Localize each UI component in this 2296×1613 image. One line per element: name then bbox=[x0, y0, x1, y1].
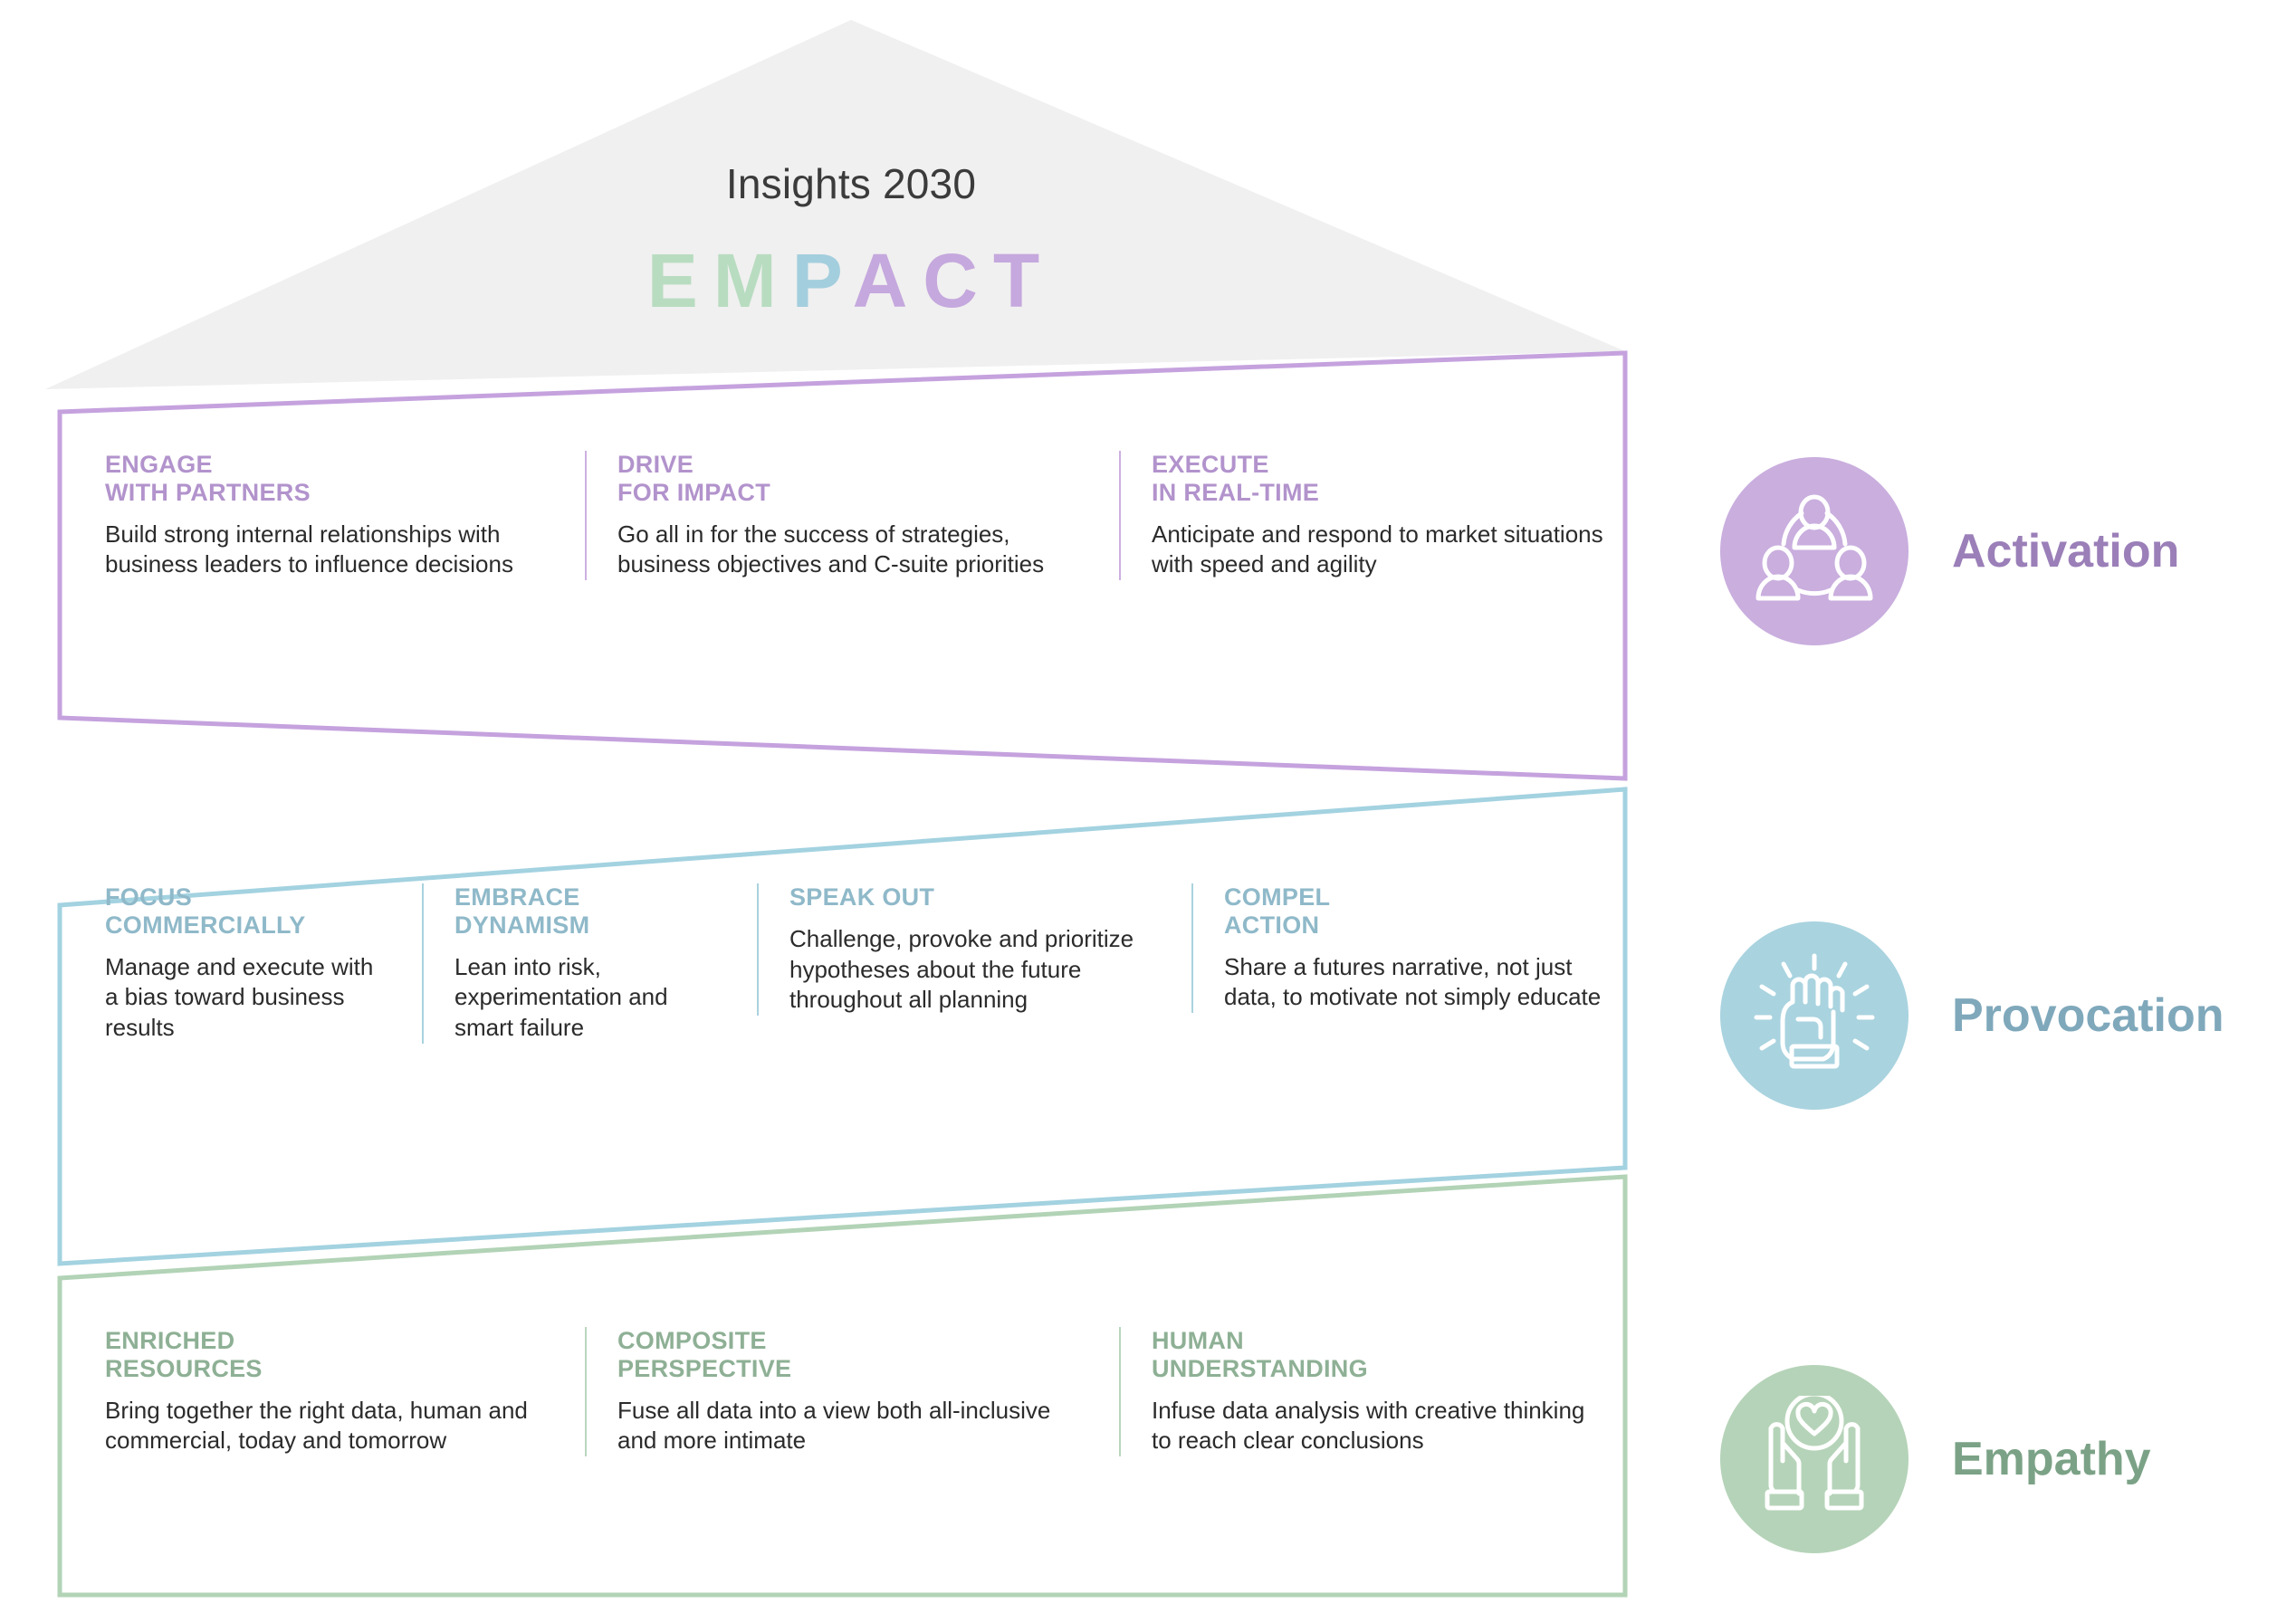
column-speak-out: SPEAK OUT Challenge, provoke and priorit… bbox=[757, 883, 1191, 1016]
activation-band: ENGAGE WITH PARTNERS Build strong intern… bbox=[60, 451, 1635, 581]
roof-acronym: EMPACT bbox=[0, 237, 1702, 325]
column-embrace-dynamism: EMBRACE DYNAMISM Lean into risk, experim… bbox=[422, 883, 757, 1044]
activation-badge bbox=[1720, 457, 1909, 645]
legend-item-provocation: Provocation bbox=[1720, 921, 2224, 1110]
provocation-band: FOCUS COMMERCIALLY Manage and execute wi… bbox=[60, 883, 1635, 1044]
column-human-understanding: HUMAN UNDERSTANDING Infuse data analysis… bbox=[1119, 1327, 1635, 1457]
acronym-letter-e: E bbox=[646, 238, 713, 323]
column-description: Anticipate and respond to market situati… bbox=[1152, 520, 1603, 578]
column-description: Build strong internal relationships with… bbox=[105, 520, 513, 578]
legend-item-empathy: Empathy bbox=[1720, 1365, 2151, 1553]
column-enriched-resources: ENRICHED RESOURCES Bring together the ri… bbox=[60, 1327, 585, 1456]
column-description: Bring together the right data, human and… bbox=[105, 1396, 528, 1455]
column-compel-action: COMPEL ACTION Share a futures narrative,… bbox=[1191, 883, 1635, 1014]
column-title: EMBRACE DYNAMISM bbox=[454, 883, 590, 939]
acronym-letter-t: T bbox=[992, 238, 1056, 323]
empathy-band: ENRICHED RESOURCES Bring together the ri… bbox=[60, 1327, 1635, 1457]
column-description: Share a futures narrative, not just data… bbox=[1224, 952, 1602, 1011]
acronym-letter-c: C bbox=[923, 238, 993, 323]
roof-title: Insights 2030 bbox=[725, 160, 977, 207]
column-title: ENRICHED RESOURCES bbox=[105, 1327, 263, 1382]
column-description: Infuse data analysis with creative think… bbox=[1152, 1396, 1585, 1455]
acronym-letter-p: P bbox=[791, 238, 853, 323]
column-description: Go all in for the success of strategies,… bbox=[617, 520, 1045, 578]
column-composite-perspective: COMPOSITE PERSPECTIVE Fuse all data into… bbox=[585, 1327, 1119, 1457]
column-title: DRIVE FOR IMPACT bbox=[617, 451, 770, 506]
people-network-icon bbox=[1755, 494, 1873, 601]
column-title: EXECUTE IN REAL-TIME bbox=[1152, 451, 1320, 506]
column-drive-for-impact: DRIVE FOR IMPACT Go all in for the succe… bbox=[585, 451, 1119, 581]
legend-label-provocation: Provocation bbox=[1952, 989, 2224, 1042]
column-title: FOCUS COMMERCIALLY bbox=[105, 883, 306, 939]
column-focus-commercially: FOCUS COMMERCIALLY Manage and execute wi… bbox=[60, 883, 422, 1044]
legend-label-activation: Activation bbox=[1952, 525, 2180, 577]
column-title: HUMAN UNDERSTANDING bbox=[1152, 1327, 1368, 1382]
raised-fist-icon bbox=[1754, 953, 1875, 1069]
provocation-badge bbox=[1720, 921, 1909, 1110]
column-title: COMPEL ACTION bbox=[1224, 883, 1331, 939]
acronym-letter-m: M bbox=[713, 238, 792, 323]
column-title: SPEAK OUT bbox=[789, 883, 935, 911]
column-title: COMPOSITE PERSPECTIVE bbox=[617, 1327, 792, 1382]
acronym-letter-a: A bbox=[852, 238, 923, 323]
hands-holding-heart-icon bbox=[1765, 1396, 1864, 1511]
column-description: Lean into risk, experimentation and smar… bbox=[454, 952, 668, 1042]
empathy-badge bbox=[1720, 1365, 1909, 1553]
column-title: ENGAGE WITH PARTNERS bbox=[105, 451, 311, 506]
column-engage-with-partners: ENGAGE WITH PARTNERS Build strong intern… bbox=[60, 451, 585, 580]
legend-item-activation: Activation bbox=[1720, 457, 2179, 645]
legend-label-empathy: Empathy bbox=[1952, 1433, 2151, 1485]
column-description: Manage and execute with a bias toward bu… bbox=[105, 952, 374, 1042]
column-description: Challenge, provoke and prioritize hypoth… bbox=[789, 924, 1134, 1014]
column-description: Fuse all data into a view both all-inclu… bbox=[617, 1396, 1051, 1455]
column-execute-in-real-time: EXECUTE IN REAL-TIME Anticipate and resp… bbox=[1119, 451, 1635, 581]
